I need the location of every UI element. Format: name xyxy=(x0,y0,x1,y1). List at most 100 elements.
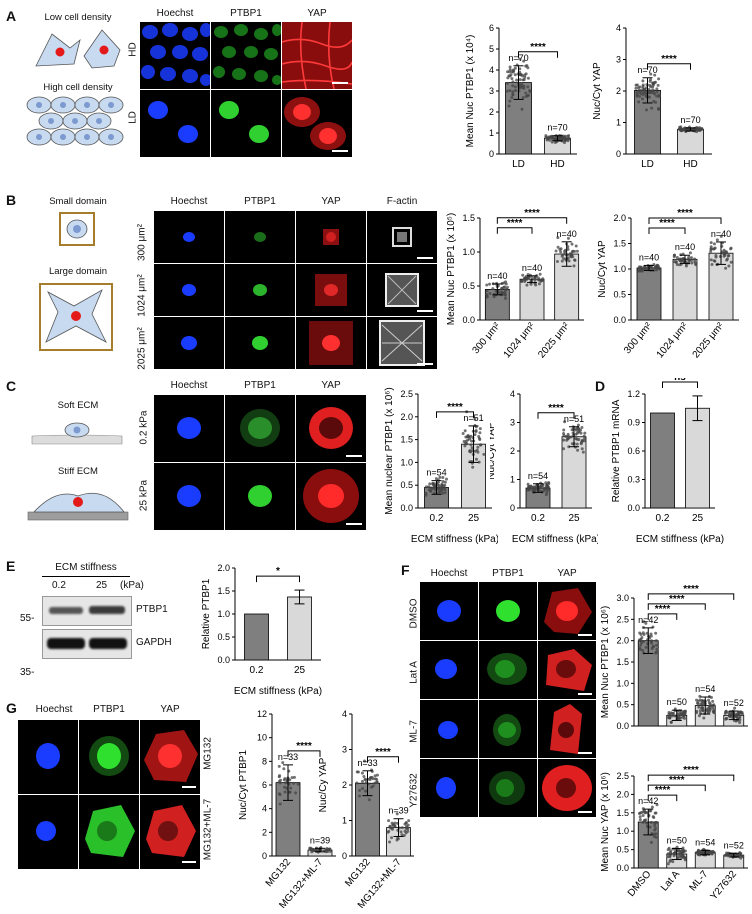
data-point xyxy=(524,64,528,68)
y-tick-label: 2.5 xyxy=(400,389,413,399)
data-point xyxy=(404,831,408,835)
micrograph-b-2025-yap xyxy=(296,317,366,369)
data-point xyxy=(288,790,292,794)
y-tick-label: 1.0 xyxy=(462,247,475,257)
data-point xyxy=(709,695,713,699)
data-point xyxy=(532,485,536,489)
data-point xyxy=(518,78,522,82)
channel-label-yap-g: YAP xyxy=(160,704,180,715)
panel-label-c: C xyxy=(6,378,17,394)
data-point xyxy=(709,247,713,251)
row-label-0-2kpa: 0.2 kPa xyxy=(138,410,150,445)
data-point xyxy=(649,820,653,824)
data-point xyxy=(511,80,515,84)
n-label: n=40 xyxy=(487,271,507,281)
micrograph-f-lata-hoechst xyxy=(420,641,478,699)
data-point xyxy=(466,438,470,442)
significance-label: ns xyxy=(674,378,686,383)
bar xyxy=(677,129,704,155)
x-tick-label: MG132 xyxy=(343,857,373,890)
data-point xyxy=(649,840,653,844)
micrograph-a-hd-yap xyxy=(282,22,352,89)
y-tick-label: 2.0 xyxy=(400,412,413,422)
y-tick-label: 0.0 xyxy=(613,315,626,325)
data-point xyxy=(668,854,672,858)
data-point xyxy=(464,441,468,445)
channel-label-yap: YAP xyxy=(307,8,327,19)
data-point xyxy=(556,236,560,240)
data-point xyxy=(407,819,411,823)
data-point xyxy=(474,457,478,461)
data-point xyxy=(638,815,642,819)
data-point xyxy=(654,631,658,635)
data-point xyxy=(527,484,531,488)
panel-label-d: D xyxy=(595,378,606,394)
data-point xyxy=(440,483,444,487)
data-point xyxy=(549,135,553,139)
data-point xyxy=(574,244,578,248)
data-point xyxy=(485,294,489,298)
data-point xyxy=(560,136,564,140)
blot-lane-0-2: 0.2 xyxy=(52,580,66,591)
data-point xyxy=(567,134,571,138)
y-tick-label: 2 xyxy=(489,107,494,117)
data-point xyxy=(469,434,473,438)
data-point xyxy=(641,807,645,811)
data-point xyxy=(669,720,673,724)
data-point xyxy=(290,776,294,780)
data-point xyxy=(683,710,687,714)
blot-label-ptbp1: PTBP1 xyxy=(136,604,168,615)
data-point xyxy=(575,249,579,253)
data-point xyxy=(511,92,515,96)
significance-bracket xyxy=(436,411,474,418)
x-axis-label: ECM stiffness (kPa) xyxy=(411,534,498,545)
data-point xyxy=(525,488,529,492)
data-point xyxy=(526,93,530,97)
blot-label-gapdh: GAPDH xyxy=(136,637,172,648)
data-point xyxy=(677,717,681,721)
data-point xyxy=(694,126,698,130)
y-tick-label: 12 xyxy=(257,709,267,719)
data-point xyxy=(362,775,366,779)
data-point xyxy=(654,639,658,643)
data-point xyxy=(526,85,530,89)
n-label: n=40 xyxy=(522,263,542,273)
micrograph-b-300-factin xyxy=(367,211,437,263)
data-point xyxy=(479,443,483,447)
y-axis-label: Nuc/Cyt YAP xyxy=(490,422,497,480)
x-tick-label: HD xyxy=(683,159,697,170)
data-point xyxy=(470,446,474,450)
low-density-cells-icon xyxy=(35,29,121,69)
data-point xyxy=(437,490,441,494)
data-point xyxy=(568,252,572,256)
x-tick-label: LD xyxy=(641,159,654,170)
x-tick-label: 1024 μm² xyxy=(502,320,538,360)
data-point xyxy=(529,282,533,286)
data-point xyxy=(653,832,657,836)
data-point xyxy=(387,819,391,823)
data-point xyxy=(488,282,492,286)
y-tick-label: 0.6 xyxy=(627,446,640,456)
y-tick-label: 5 xyxy=(489,44,494,54)
data-point xyxy=(653,73,657,77)
micrograph-g-mg132ml7-ptbp1 xyxy=(79,795,139,869)
data-point xyxy=(648,83,652,87)
data-point xyxy=(510,77,514,81)
y-tick-label: 1.5 xyxy=(616,808,629,818)
data-point xyxy=(657,93,661,97)
x-axis-label: ECM stiffness (kPa) xyxy=(512,534,598,545)
data-point xyxy=(583,437,587,441)
data-point xyxy=(729,260,733,264)
data-point xyxy=(438,487,442,491)
data-point xyxy=(370,775,374,779)
data-point xyxy=(520,107,524,111)
data-point xyxy=(560,259,564,263)
bar xyxy=(685,407,710,509)
data-point xyxy=(424,485,428,489)
data-point xyxy=(400,833,404,837)
micrograph-g-mg132-hoechst xyxy=(18,720,78,794)
